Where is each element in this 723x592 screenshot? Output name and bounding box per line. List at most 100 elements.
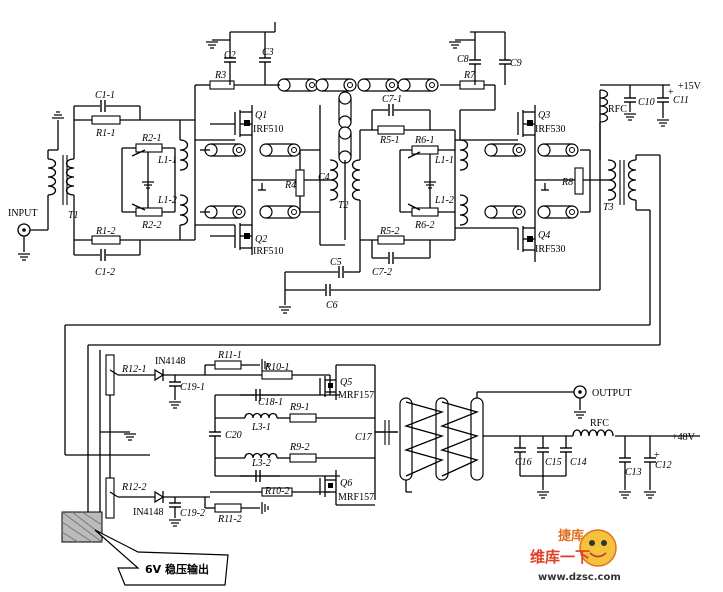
- label-c15: C15: [545, 457, 562, 468]
- stage3-bias: [99, 350, 330, 527]
- label-c7-2: C7-2: [372, 267, 392, 278]
- interstage-lines: [270, 31, 512, 246]
- callout-text: 6V 稳压输出: [145, 562, 209, 576]
- label-c5: C5: [330, 257, 342, 268]
- label-q4: Q4: [538, 230, 550, 241]
- label-output: OUTPUT: [592, 388, 631, 399]
- output-transformer: [375, 385, 700, 493]
- label-v15: +15V: [678, 81, 702, 92]
- q4-mosfet: [517, 226, 535, 252]
- label-d1: IN4148: [155, 356, 186, 367]
- label-r3: R3: [214, 70, 226, 81]
- watermark-url: www.dzsc.com: [538, 572, 621, 583]
- label-r2-2: R2-2: [141, 220, 161, 231]
- label-c19-2: C19-2: [180, 508, 205, 519]
- stage2-wiring: [351, 85, 518, 272]
- watermark-top: 捷库: [558, 528, 584, 544]
- label-r9-1: R9-1: [289, 402, 309, 413]
- label-c3: C3: [262, 47, 274, 58]
- label-c17: C17: [355, 432, 373, 443]
- svg-text:+: +: [654, 450, 660, 461]
- label-c6: C6: [326, 300, 338, 311]
- label-rfc-bottom: RFC: [590, 418, 609, 429]
- svg-text:+: +: [668, 87, 674, 98]
- label-v48: +48V: [672, 432, 696, 443]
- label-r12-2: R12-2: [121, 482, 146, 493]
- label-r11-2: R11-2: [217, 514, 242, 525]
- c5-c6-coupling: [278, 265, 600, 314]
- label-q5: Q5: [340, 377, 352, 388]
- label-c11: C11: [673, 95, 689, 106]
- label-r10-2: R10-2: [264, 486, 289, 497]
- q1-mosfet: [210, 105, 253, 255]
- label-q6-part: MRF157: [338, 492, 374, 503]
- label-q2: Q2: [255, 234, 267, 245]
- label-rfc-top: RFC: [608, 104, 627, 115]
- label-q3-part: IRF530: [535, 124, 566, 135]
- label-input: INPUT: [8, 208, 37, 219]
- label-r10-1: R10-1: [264, 362, 289, 373]
- label-r12-1: R12-1: [121, 364, 146, 375]
- label-c8: C8: [457, 54, 469, 65]
- label-q4-part: IRF530: [535, 244, 566, 255]
- label-c2: C2: [224, 50, 236, 61]
- label-r9-2: R9-2: [289, 442, 309, 453]
- watermark-main: 维库一下: [530, 548, 590, 566]
- q3-mosfet: [517, 105, 536, 262]
- label-t1: T1: [68, 210, 79, 221]
- label-r11-1: R11-1: [217, 350, 242, 361]
- q2-mosfet: [210, 223, 252, 250]
- label-l3-1: L3-1: [251, 422, 271, 433]
- label-c20: C20: [225, 430, 242, 441]
- stage1-wiring: [73, 22, 276, 262]
- label-c14: C14: [570, 457, 587, 468]
- label-c18-1: C18-1: [258, 397, 283, 408]
- label-r4: R4: [284, 180, 296, 191]
- regulator-callout: [61, 511, 229, 586]
- label-c1-2: C1-2: [95, 267, 115, 278]
- label-c19-1: C19-1: [180, 382, 205, 393]
- dzsc-watermark: 捷库 维库一下 www.dzsc.com: [530, 528, 621, 583]
- t3-transformer: [600, 154, 661, 345]
- q5-mosfet: [319, 364, 375, 400]
- label-r2-1: R2-1: [141, 133, 161, 144]
- label-c12: C12: [655, 460, 672, 471]
- input-section: [17, 111, 75, 261]
- label-t2: T2: [338, 200, 349, 211]
- label-r1-1: R1-1: [95, 128, 115, 139]
- label-l1-1-stage1: L1-1: [157, 155, 177, 166]
- label-c13: C13: [625, 467, 642, 478]
- label-q6: Q6: [340, 478, 352, 489]
- output-filter: +: [513, 429, 660, 499]
- label-c7-1: C7-1: [382, 94, 402, 105]
- label-q1-part: IRF510: [253, 124, 284, 135]
- label-t3: T3: [603, 202, 614, 213]
- label-c4: C4: [318, 172, 330, 183]
- label-q1: Q1: [255, 110, 267, 121]
- label-d2: IN4148: [133, 507, 164, 518]
- label-l1-2-stage1: L1-2: [157, 195, 177, 206]
- label-r6-1: R6-1: [414, 135, 434, 146]
- label-r6-2: R6-2: [414, 220, 434, 231]
- label-r5-1: R5-1: [379, 135, 399, 146]
- label-r1-2: R1-2: [95, 226, 115, 237]
- label-q2-part: IRF510: [253, 246, 284, 257]
- label-c16: C16: [515, 457, 532, 468]
- interstage-feedback: [64, 324, 660, 520]
- label-l1-1-stage2: L1-1: [434, 155, 454, 166]
- label-c10: C10: [638, 97, 655, 108]
- label-r7: R7: [463, 70, 476, 81]
- rfc-top: +: [599, 84, 674, 160]
- label-c1-1: C1-1: [95, 90, 115, 101]
- label-q3: Q3: [538, 110, 550, 121]
- label-r5-2: R5-2: [379, 226, 399, 237]
- label-l1-2-stage2: L1-2: [434, 195, 454, 206]
- label-l3-2: L3-2: [251, 458, 271, 469]
- q6-mosfet: [319, 470, 375, 506]
- component-labels: INPUT T1 C1-1 R1-1 R1-2 C1-2 R2-1 R2-2 L…: [8, 47, 702, 576]
- label-q5-part: MRF157: [338, 390, 374, 401]
- label-r8: R8: [561, 177, 573, 188]
- label-c9: C9: [510, 58, 522, 69]
